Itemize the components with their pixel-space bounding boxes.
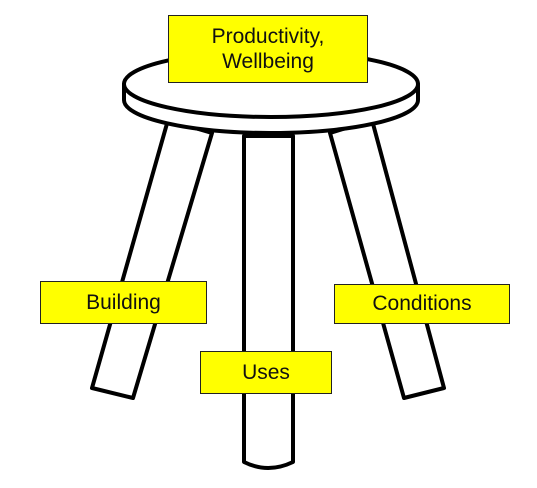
stool-leg-right [328,118,446,400]
seat-label-box: Productivity, Wellbeing [168,15,368,83]
leg-label-building: Building [40,281,207,324]
leg-label-conditions-text: Conditions [372,292,472,316]
leg-label-uses: Uses [200,351,332,394]
leg-label-uses-text: Uses [242,360,290,384]
leg-label-building-text: Building [86,290,161,314]
seat-label-line1: Productivity, [211,24,325,48]
stool-leg-middle [242,134,295,470]
leg-label-conditions: Conditions [334,284,510,324]
stool-leg-left [90,118,214,400]
seat-label-line2: Wellbeing [222,50,314,73]
